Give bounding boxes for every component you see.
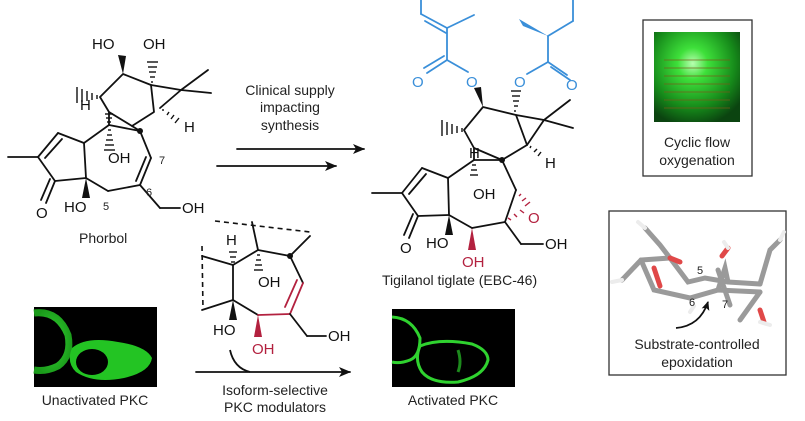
atom-label: OH	[252, 341, 275, 358]
tigilanol-caption: Tigilanol tiglate (EBC-46)	[382, 272, 537, 288]
atom-label: O	[528, 210, 540, 227]
atom-label: O	[466, 74, 478, 91]
tigilanol-tiglate-structure: O O O O H H OH O OH	[371, 0, 578, 288]
flow-oxygenation-panel: Cyclic flow oxygenation	[642, 19, 753, 177]
locant-5: 5	[697, 265, 703, 277]
arrow-label-line: synthesis	[261, 117, 319, 133]
flow-reactor-photo	[654, 32, 740, 122]
pkc-modulator-structure: H OH HO OH OH Isoform-selective PKC modu…	[195, 220, 351, 415]
unactivated-pkc-image: Unactivated PKC	[33, 307, 157, 408]
arrow-label-line: Clinical supply	[245, 82, 334, 98]
locant-7: 7	[722, 299, 728, 311]
atom-label: H	[80, 97, 91, 114]
epoxidation-caption-line: epoxidation	[661, 354, 733, 370]
3d-stick-model	[610, 220, 786, 327]
modulator-label-line: PKC modulators	[224, 399, 326, 415]
atom-label: OH	[462, 254, 485, 271]
epoxidation-panel: 5 6 7 Substrate-controlled epoxidation	[608, 210, 787, 376]
atom-label: OH	[143, 36, 166, 53]
atom-label: H	[226, 232, 237, 249]
activated-pkc-image: Activated PKC	[391, 309, 515, 408]
arrow-label-line: impacting	[260, 99, 320, 115]
atom-label: OH	[258, 274, 281, 291]
atom-label: O	[514, 74, 526, 91]
flow-caption-line: Cyclic flow	[664, 134, 731, 150]
atom-label: O	[412, 74, 424, 91]
reaction-arrow: Clinical supply impacting synthesis	[216, 82, 365, 171]
unactivated-pkc-label: Unactivated PKC	[42, 392, 149, 408]
atom-label: OH	[182, 200, 205, 217]
locant-5: 5	[103, 201, 109, 213]
phorbol-structure: HO OH H H OH 7 6 5 O HO OH Phorbol	[7, 36, 212, 246]
locant-6: 6	[689, 297, 695, 309]
locant-6: 6	[146, 187, 152, 199]
atom-label: O	[36, 205, 48, 222]
activated-pkc-label: Activated PKC	[408, 392, 498, 408]
epoxidation-caption-line: Substrate-controlled	[634, 336, 759, 352]
atom-label: OH	[108, 150, 131, 167]
flow-caption-line: oxygenation	[659, 152, 735, 168]
atom-label: OH	[545, 236, 568, 253]
atom-label: HO	[426, 235, 449, 252]
atom-label: HO	[64, 199, 87, 216]
atom-label: H	[545, 155, 556, 172]
atom-label: OH	[328, 328, 351, 345]
locant-7: 7	[159, 155, 165, 167]
modulator-label-line: Isoform-selective	[222, 382, 328, 398]
atom-label: H	[469, 145, 480, 162]
atom-label: O	[566, 77, 578, 94]
atom-label: OH	[473, 186, 496, 203]
atom-label: O	[400, 240, 412, 257]
atom-label: HO	[92, 36, 115, 53]
atom-label: H	[184, 119, 195, 136]
atom-label: HO	[213, 322, 236, 339]
phorbol-caption: Phorbol	[79, 230, 127, 246]
face-selective-arrow	[675, 301, 710, 329]
